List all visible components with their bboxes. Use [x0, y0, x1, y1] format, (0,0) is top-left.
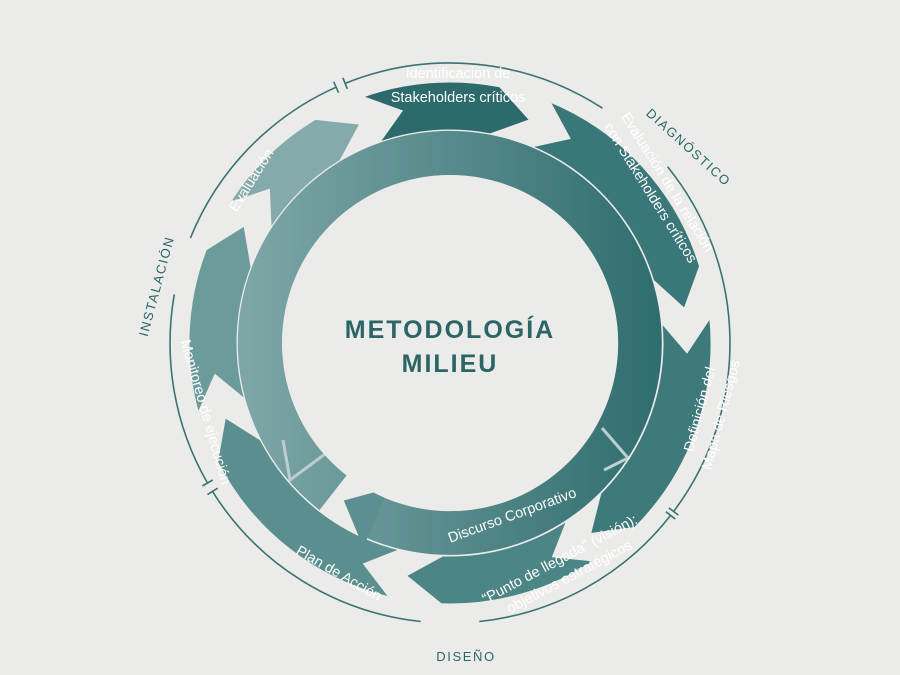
- center-title-line1: METODOLOGÍA: [345, 315, 555, 344]
- phase-arc: [189, 86, 337, 239]
- phase-ring: [169, 62, 731, 623]
- phase-arc: [666, 166, 731, 512]
- inner-ring-arrowhead: [343, 488, 389, 548]
- phase-tick: [665, 511, 676, 520]
- inner-chevron-right: [600, 427, 631, 472]
- segment-mapa-riesgos: [587, 311, 714, 537]
- center-circle: METODOLOGÍA MILIEU: [282, 175, 618, 511]
- phase-arc: [169, 294, 209, 484]
- phase-arc: [344, 62, 603, 109]
- segment-punto-llegada: [402, 514, 601, 607]
- phase-arc: [211, 490, 421, 623]
- segment-evaluacion-relacion: [524, 97, 703, 313]
- label-identificacion-2: Stakeholders críticos: [391, 90, 526, 106]
- inner-ring: [237, 130, 662, 555]
- phase-tick: [201, 479, 214, 487]
- phase-arc: [479, 514, 672, 623]
- phase-label-diseno: DISEÑO: [436, 649, 495, 664]
- phase-tick: [668, 507, 679, 516]
- center-title-line2: MILIEU: [402, 350, 499, 378]
- inner-chevron-left: [281, 439, 326, 483]
- label-identificacion-1: Identificación de: [406, 66, 511, 82]
- phase-tick: [342, 77, 349, 90]
- phase-tick: [207, 487, 219, 496]
- phase-tick: [332, 81, 340, 94]
